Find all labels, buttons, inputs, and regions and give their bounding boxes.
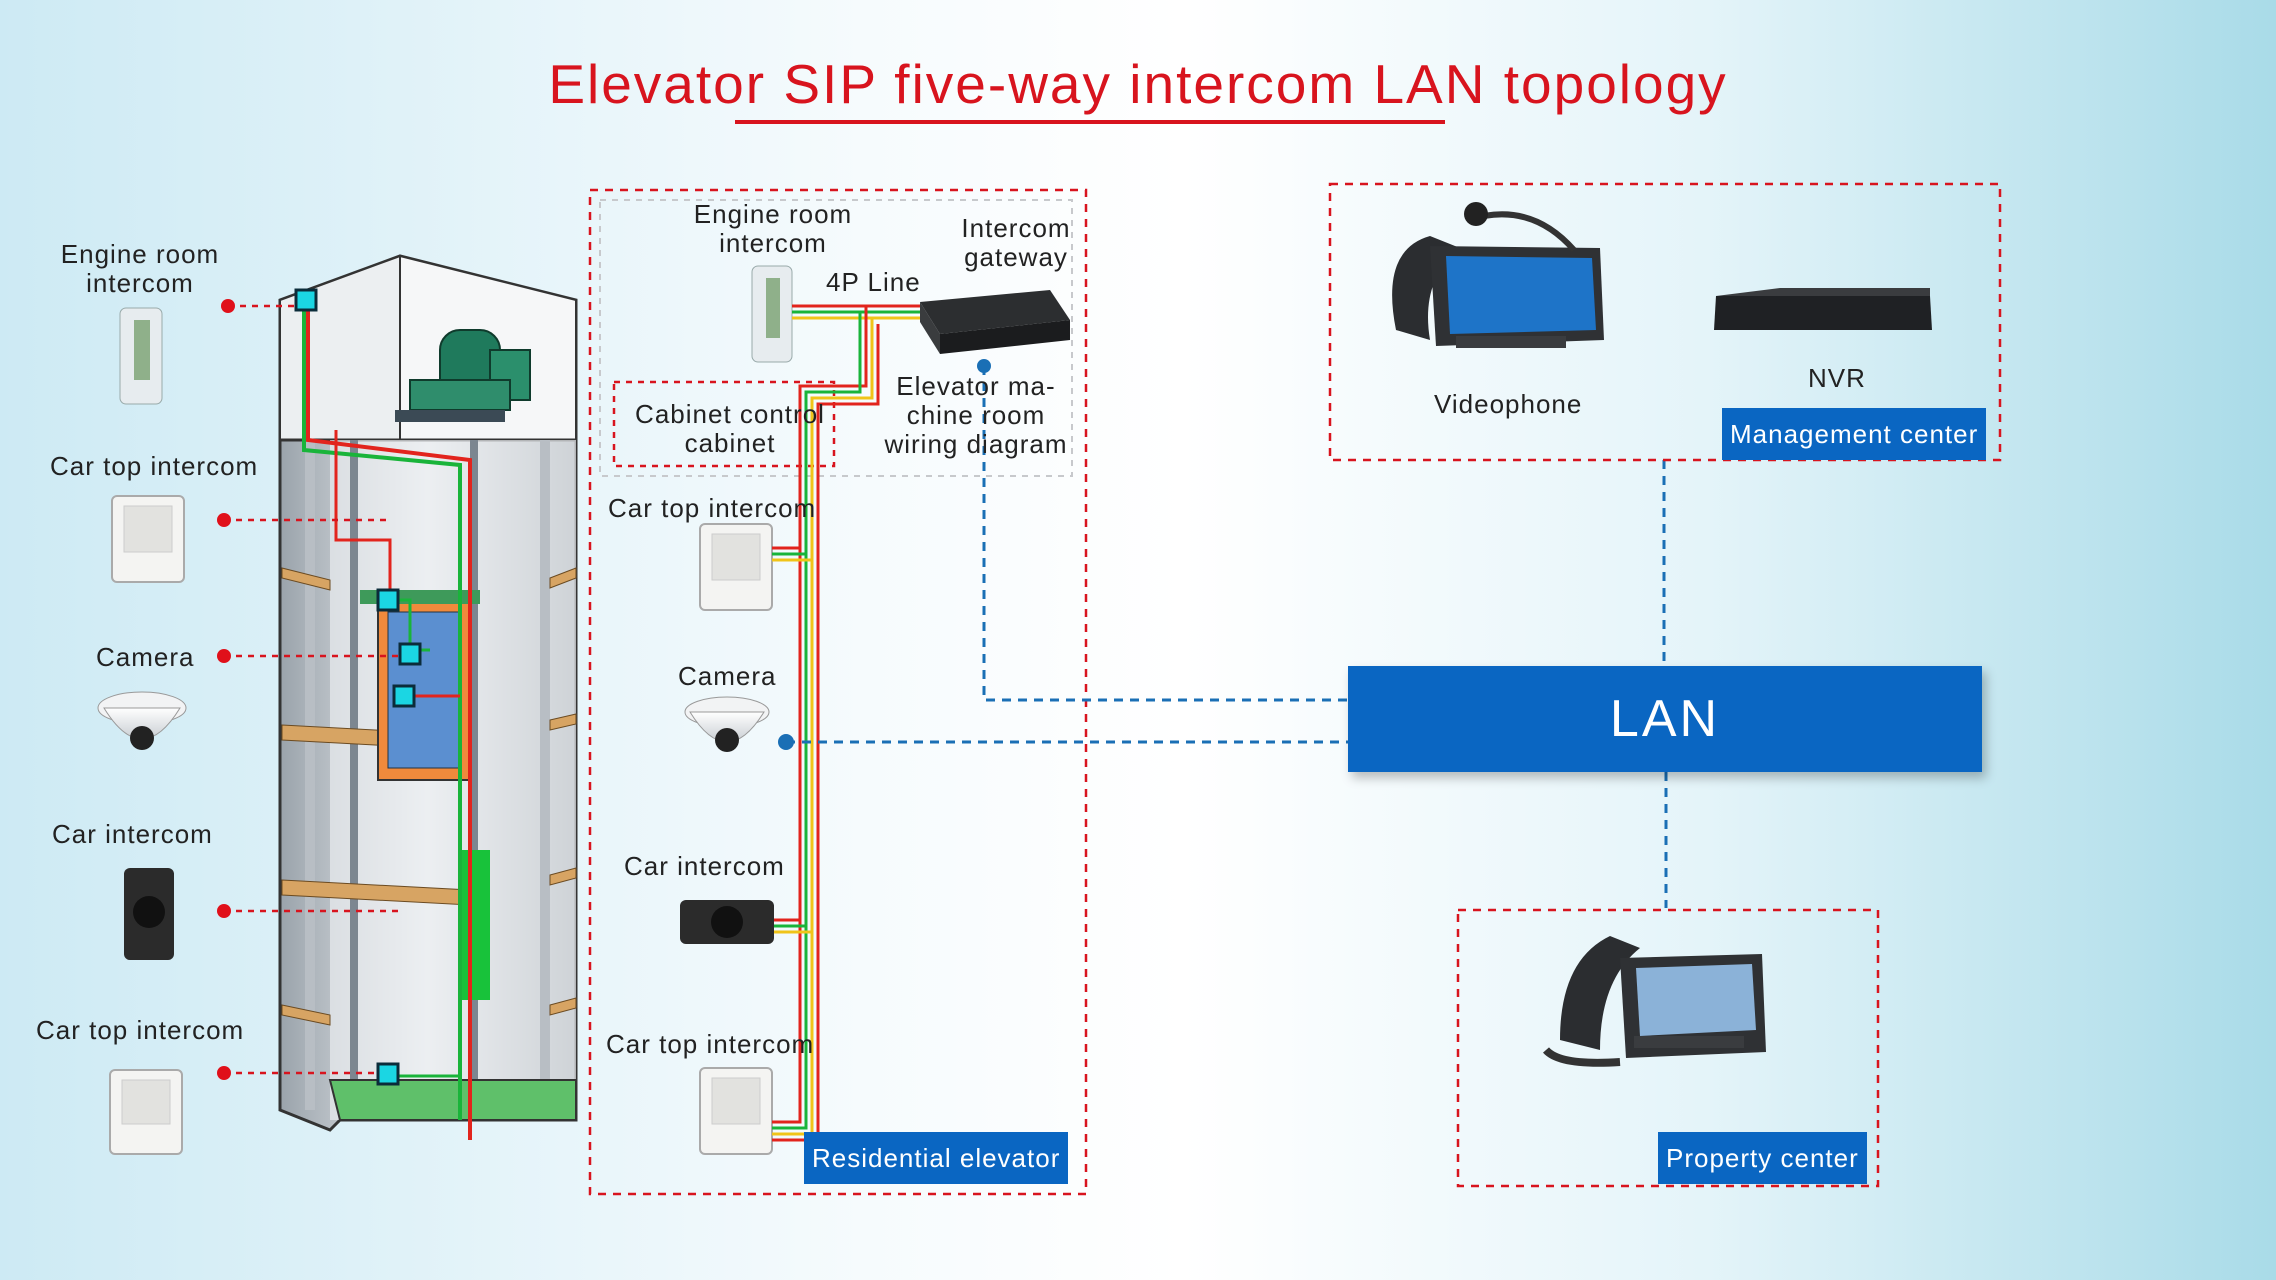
videophone-device <box>1392 202 1604 348</box>
elevator-shaft-illustration <box>278 254 578 1140</box>
left-car-top-intercom-label-1: Car top intercom <box>50 451 259 481</box>
intercom-gateway-label: Intercom gateway <box>961 213 1071 272</box>
residential-elevator-tag: Residential elevator <box>804 1132 1069 1184</box>
lan-block: LAN <box>1348 666 1982 772</box>
left-engine-room-intercom-device <box>119 307 163 405</box>
left-car-top-intercom-label-2: Car top intercom <box>36 1015 245 1045</box>
res-car-top-intercom-label-2: Car top intercom <box>606 1029 815 1059</box>
page-title: Elevator SIP five-way intercom LAN topol… <box>548 53 1728 115</box>
res-intercom-gateway-device <box>920 290 1070 354</box>
videophone-label: Videophone <box>1434 389 1583 419</box>
res-car-intercom-label: Car intercom <box>624 851 785 881</box>
left-car-top-intercom-device-1 <box>111 495 185 583</box>
left-car-intercom-label: Car intercom <box>52 819 213 849</box>
res-car-top-intercom-label-1: Car top intercom <box>608 493 817 523</box>
cabinet-frame <box>612 380 836 468</box>
nvr-device <box>1714 288 1932 330</box>
res-car-intercom-device <box>680 900 774 944</box>
left-engine-room-intercom-label: Engine room intercom <box>60 239 220 298</box>
left-car-top-intercom-device-2 <box>109 1069 183 1155</box>
property-phone-device <box>1542 936 1766 1067</box>
management-frame <box>1328 182 2002 462</box>
title-underline <box>735 120 1445 124</box>
res-camera-label: Camera <box>678 661 777 691</box>
nvr-label: NVR <box>1808 363 1866 393</box>
left-car-intercom-device <box>124 868 174 960</box>
wiring-diagram-label: Elevator ma- chine room wiring diagram <box>884 371 1068 459</box>
res-car-top-intercom-device-1 <box>699 523 773 611</box>
res-car-top-intercom-device-2 <box>699 1067 773 1155</box>
four-p-line-label: 4P Line <box>826 267 921 297</box>
left-camera-label: Camera <box>96 642 195 672</box>
res-wiring-bundle <box>772 304 920 1142</box>
res-camera-device <box>684 696 770 752</box>
residential-frame <box>588 188 1088 1196</box>
property-center-tag: Property center <box>1658 1132 1867 1184</box>
management-center-tag: Management center <box>1722 408 1987 460</box>
left-connectors <box>224 304 400 1075</box>
left-camera-device <box>97 691 187 750</box>
res-engine-room-intercom-label: Engine room intercom <box>693 199 853 258</box>
res-engine-room-intercom-device <box>751 265 793 363</box>
cabinet-control-label: Cabinet control cabinet <box>635 399 825 458</box>
property-frame <box>1456 908 1880 1188</box>
lan-links <box>786 366 1668 908</box>
